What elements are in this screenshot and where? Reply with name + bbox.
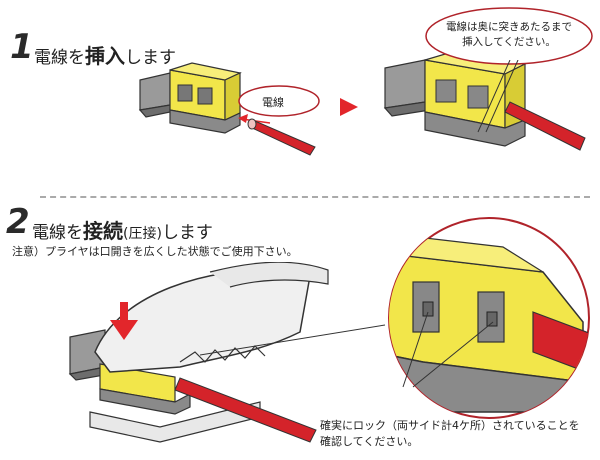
section-divider — [40, 196, 590, 198]
insert-fully-callout-bubble — [425, 7, 593, 65]
step-1-connector-illustration — [138, 62, 316, 156]
wire-label: 電線 — [262, 96, 284, 109]
wire-callout-bubble — [238, 85, 320, 117]
lock-confirm-line-2: 確認してください。 — [320, 435, 419, 448]
callout-line-2: 挿入してください。 — [462, 36, 556, 48]
step-1-title: 電線を挿入します — [34, 40, 176, 69]
next-step-arrow-icon — [340, 98, 358, 116]
zoom-guide-line — [200, 324, 386, 356]
step-2-pliers-illustration — [68, 262, 329, 443]
step-1-title-post: します — [125, 48, 176, 68]
pliers-caution-note: 注意）プライヤは口開きを広くした状態でご使用下さい。 — [12, 245, 298, 258]
step-1-title-pre: 電線を — [34, 48, 85, 68]
step-1-number: 1 — [10, 27, 34, 67]
lock-detail-zoom-circle — [388, 217, 590, 419]
step-2-title-pre: 電線を — [32, 223, 83, 243]
step-2-title-post: します — [161, 223, 213, 243]
step-2-title: 電線を接続(圧接)します — [32, 215, 213, 244]
lock-confirm-line-1: 確実にロック（両サイド計4ケ所）されていることを — [320, 419, 580, 432]
callout-pointer-lines — [477, 60, 519, 133]
insert-fully-callout-text: 電線は奥に突きあたるまで 挿入してください。 — [430, 20, 588, 50]
callout-line-1: 電線は奥に突きあたるまで — [446, 21, 572, 33]
lock-confirm-text: 確実にロック（両サイド計4ケ所）されていることを 確認してください。 — [320, 418, 580, 450]
step-1-inserted-illustration — [383, 51, 586, 151]
step-2-number: 2 — [6, 202, 30, 242]
step-2-title-bold: 接続 — [83, 219, 123, 243]
step-1-title-bold: 挿入 — [85, 44, 125, 68]
step-2-title-paren: (圧接) — [123, 226, 162, 242]
